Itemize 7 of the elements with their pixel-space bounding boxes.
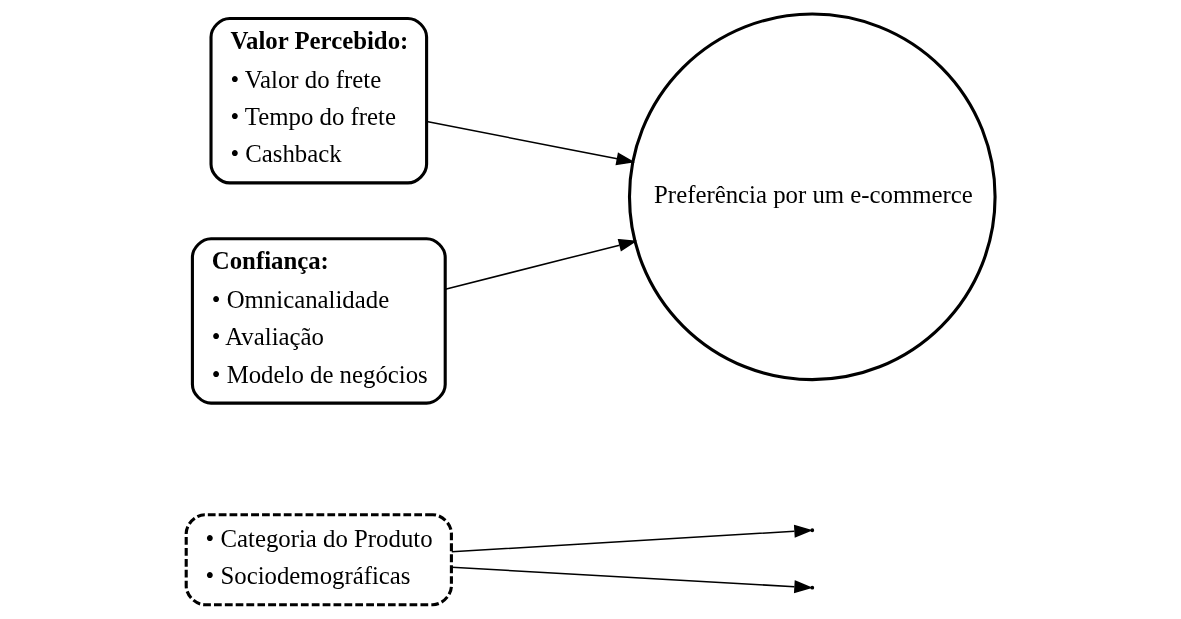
arrow (444, 238, 638, 291)
arrow (451, 524, 813, 553)
node-box: Confiança: • Omnicanalidade • Avaliação • Modelo de negócios (190, 237, 447, 405)
arrow (426, 120, 635, 166)
node-box: Valor Percebido: • Valor do frete • Tempo do frete • Cashback (209, 16, 429, 185)
node-box: • Categoria do Produto • Sociodemográficas (184, 513, 453, 607)
node-circle: Preferência por um e-commerce (627, 12, 997, 382)
